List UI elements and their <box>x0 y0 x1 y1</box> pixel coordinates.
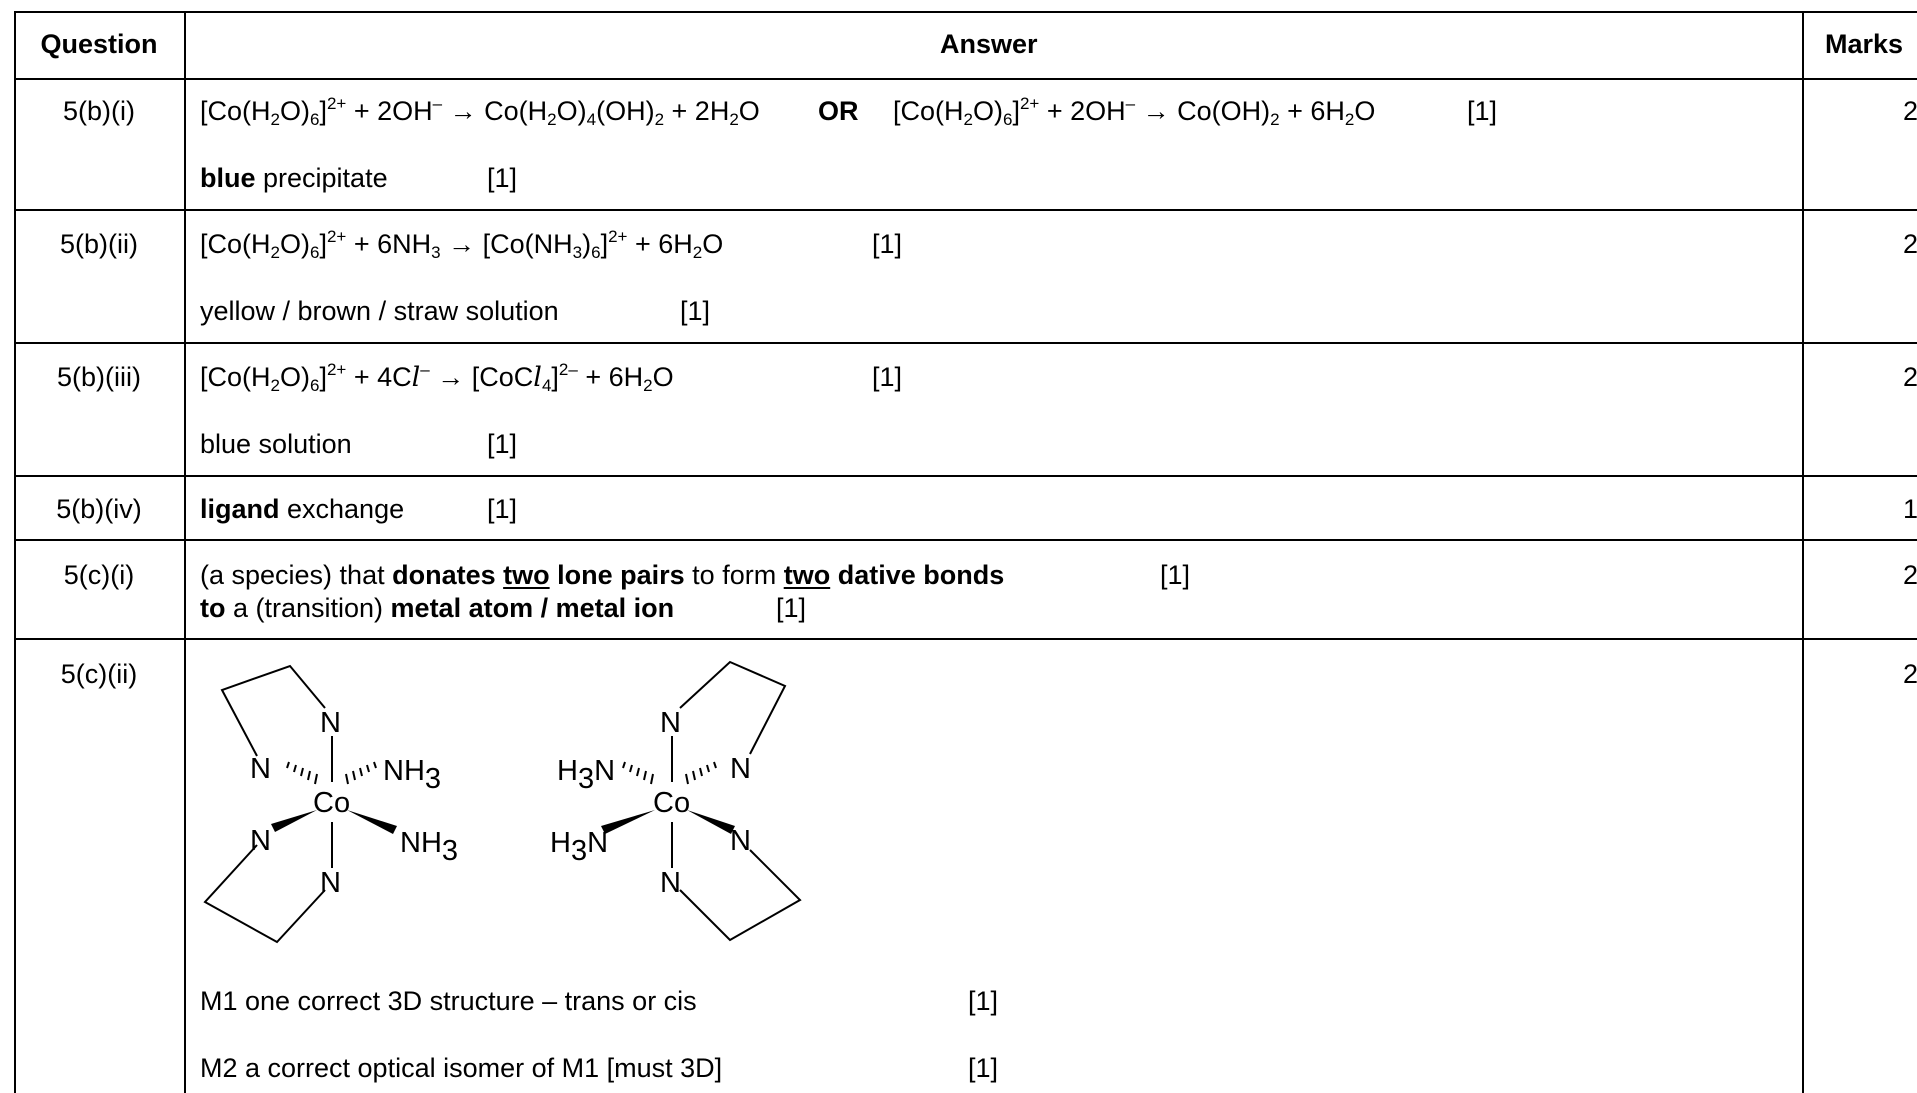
question-number: 5(b)(iv) <box>56 494 142 524</box>
hashed-wedge <box>345 761 377 785</box>
mark-tag: [1] <box>1160 560 1191 590</box>
solid-wedge <box>601 810 655 834</box>
column-divider <box>1802 11 1804 1093</box>
row-divider <box>14 342 1917 344</box>
answer-equation: [Co(H2O)6]2+ + 4Cl– → [CoCl4]2– + 6H2O <box>200 360 674 395</box>
atom-label: Co <box>653 787 690 819</box>
answer-text: ligand exchange <box>200 494 405 524</box>
mark-tag: [1] <box>776 593 807 623</box>
mark-tag: [1] <box>872 362 903 392</box>
ligand-label: NH3 <box>400 827 458 867</box>
mark-tag: [1] <box>487 429 518 459</box>
answer-definition-line1: (a species) that donates two lone pairs … <box>200 560 1005 590</box>
isomer-structure-2: N H3N N Co H3N N N <box>550 660 802 942</box>
row-divider <box>14 638 1917 640</box>
answer-text: yellow / brown / straw solution <box>200 296 559 326</box>
column-divider <box>184 11 186 1093</box>
marks-value: 2 <box>1903 659 1917 689</box>
header-answer: Answer <box>940 29 1038 59</box>
mark-tag: [1] <box>1467 96 1498 126</box>
atom-label: N <box>320 707 341 739</box>
isomer-structure-1: N N Co N N NH3 NH3 <box>203 664 458 944</box>
mark-tag: [1] <box>487 163 518 193</box>
answer-equation: [Co(H2O)6]2+ + 2OH– → Co(H2O)4(OH)2 + 2H… <box>200 94 760 129</box>
table-border-left <box>14 11 16 1093</box>
answer-equation-alt: [Co(H2O)6]2+ + 2OH– → Co(OH)2 + 6H2O <box>893 94 1376 129</box>
row-divider <box>14 539 1917 541</box>
answer-criterion-m2: M2 a correct optical isomer of M1 [must … <box>200 1053 723 1083</box>
mark-tag: [1] <box>680 296 711 326</box>
or-keyword: OR <box>818 96 859 126</box>
answer-equation: [Co(H2O)6]2+ + 6NH3 → [Co(NH3)6]2+ + 6H2… <box>200 227 724 262</box>
atom-label: Co <box>313 787 350 819</box>
solid-wedge <box>687 810 735 834</box>
mark-tag: [1] <box>968 1053 999 1083</box>
ligand-label: H3N <box>550 827 608 867</box>
question-number: 5(c)(i) <box>63 560 135 590</box>
header-question: Question <box>40 29 158 59</box>
question-number: 5(b)(iii) <box>57 362 141 392</box>
table-border-top <box>14 11 1917 13</box>
row-divider <box>14 209 1917 211</box>
solid-wedge <box>271 810 317 832</box>
answer-definition-line2: to a (transition) metal atom / metal ion <box>200 593 675 623</box>
marks-value: 2 <box>1903 560 1917 590</box>
atom-label: N <box>660 867 681 899</box>
answer-criterion-m1: M1 one correct 3D structure – trans or c… <box>200 986 697 1016</box>
marks-value: 2 <box>1903 362 1917 392</box>
row-divider <box>14 475 1917 477</box>
question-number: 5(b)(i) <box>63 96 135 126</box>
hashed-wedge <box>286 761 318 785</box>
atom-label: N <box>730 753 751 785</box>
mark-tag: [1] <box>872 229 903 259</box>
atom-label: N <box>250 753 271 785</box>
ligand-label: NH3 <box>383 755 441 795</box>
atom-label: N <box>660 707 681 739</box>
ligand-label: H3N <box>557 755 615 795</box>
mark-tag: [1] <box>487 494 518 524</box>
atom-label: N <box>250 825 271 857</box>
question-number: 5(b)(ii) <box>60 229 138 259</box>
mark-tag: [1] <box>968 986 999 1016</box>
marks-value: 1 <box>1903 494 1917 524</box>
marks-value: 2 <box>1903 96 1917 126</box>
hashed-wedge <box>622 761 654 785</box>
solid-wedge <box>347 810 397 834</box>
answer-text: blue solution <box>200 429 352 459</box>
answer-text: blue precipitate <box>200 163 388 193</box>
question-number: 5(c)(ii) <box>60 659 138 689</box>
atom-label: N <box>730 825 751 857</box>
hashed-wedge <box>685 761 717 785</box>
marks-value: 2 <box>1903 229 1917 259</box>
header-divider <box>14 78 1917 80</box>
header-marks: Marks <box>1825 29 1904 59</box>
atom-label: N <box>320 867 341 899</box>
